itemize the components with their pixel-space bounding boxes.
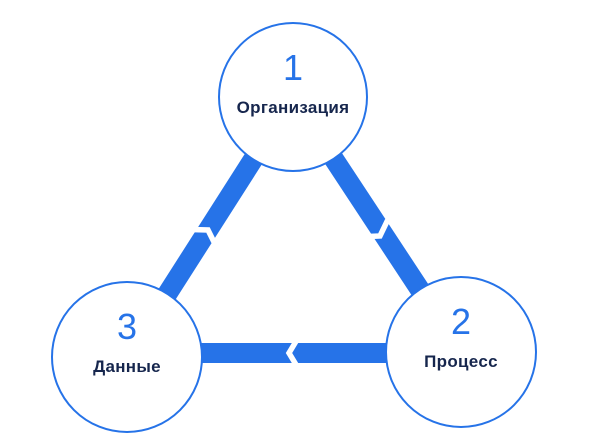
node-number: 2: [450, 301, 472, 342]
node-organization: 1 Организация: [218, 22, 368, 172]
chevron-down-icon: [362, 219, 391, 240]
node-data: 3 Данные: [51, 281, 203, 433]
chevron-left-icon: [285, 336, 301, 370]
node-label: Организация: [236, 98, 350, 117]
node-number: 1: [282, 47, 304, 88]
chevron-up-icon: [190, 226, 219, 247]
node-label: Данные: [93, 357, 161, 376]
node-label: Процесс: [424, 352, 498, 371]
node-number: 3: [116, 306, 138, 347]
node-process: 2 Процесс: [385, 276, 537, 428]
